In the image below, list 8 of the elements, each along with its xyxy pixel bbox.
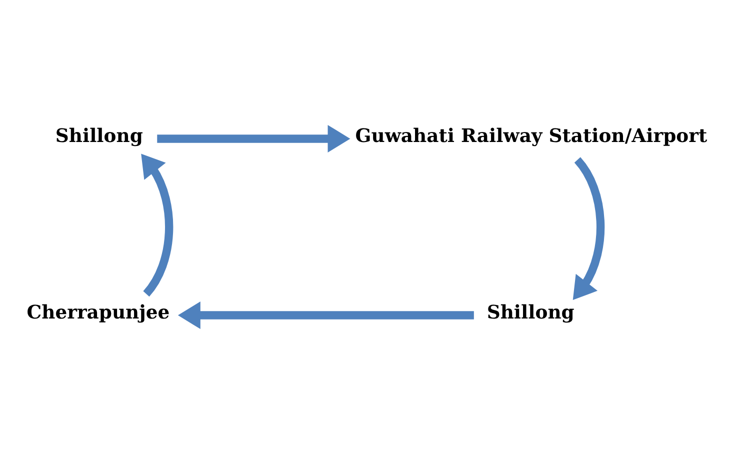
node-text: Shillong (486, 302, 574, 324)
node-text: Guwahati Railway Station/Airport (355, 124, 708, 147)
arrow (572, 157, 605, 300)
node-text: Shillong (55, 124, 143, 147)
arrow (141, 154, 174, 296)
arrow (157, 124, 350, 152)
node-text: Cherrapunjee (26, 302, 170, 324)
arrow (178, 302, 474, 330)
